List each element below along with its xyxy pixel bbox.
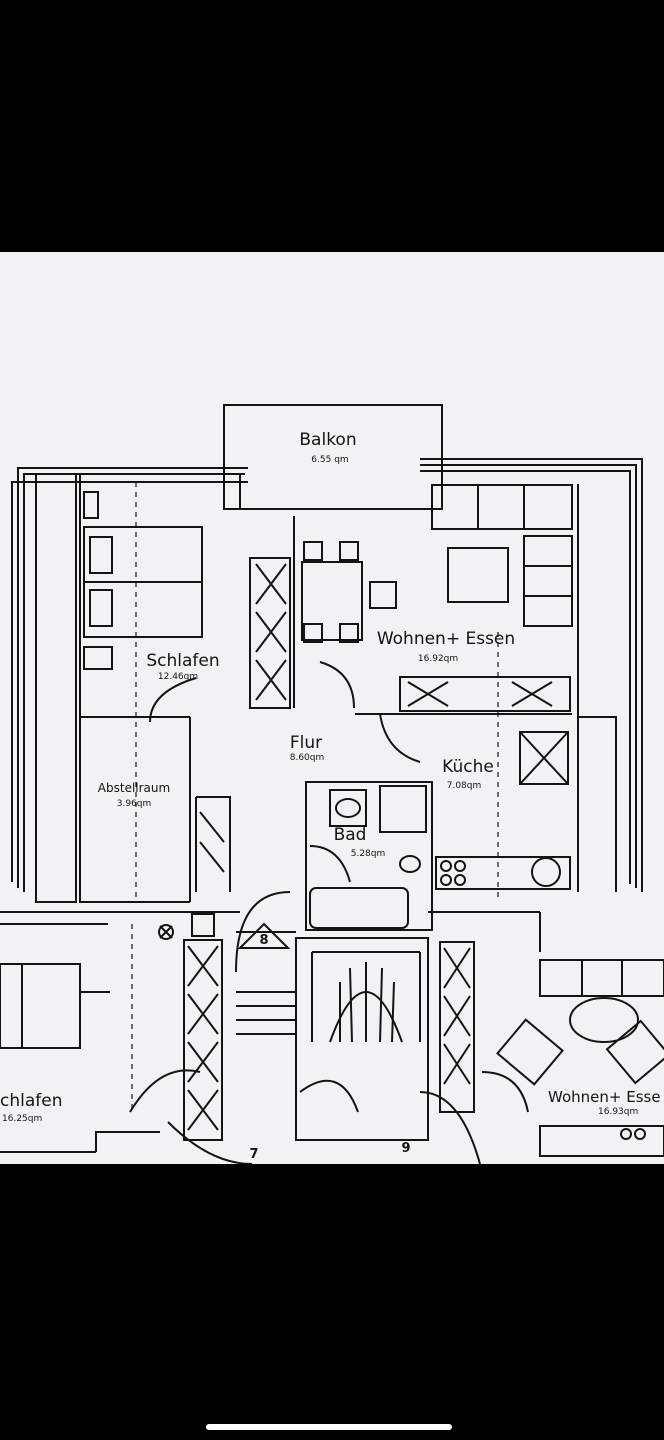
sofa-top <box>431 484 573 530</box>
dashed-guides <box>131 482 499 1112</box>
stove-row <box>435 856 571 890</box>
coffee-table <box>447 547 509 603</box>
left-closet-wall <box>35 473 77 903</box>
wardrobe-lower-left <box>183 939 223 1141</box>
room-area-flur: 8.60qm <box>290 753 325 763</box>
stairwell <box>295 937 429 1141</box>
room-name-wohnen-lower: Wohnen+ Esse <box>548 1088 661 1106</box>
bathroom-walls <box>305 781 433 931</box>
outer-wall-left <box>11 481 248 882</box>
room-area-abstellraum: 3.96qm <box>117 799 152 809</box>
balcony-outline <box>223 404 443 510</box>
sofa-right <box>523 535 573 627</box>
floor-plan-scan: Balkon 6.55 qm Schlafen 12.46qm Wohnen+ … <box>0 252 664 1164</box>
room-name-flur: Flur <box>290 733 322 753</box>
washbasin <box>329 789 367 827</box>
shower <box>379 785 427 833</box>
stair-number-8: 8 <box>259 933 268 948</box>
door-arc <box>149 677 197 723</box>
stair-number-7: 7 <box>249 1147 258 1162</box>
table-lower-right <box>569 997 639 1043</box>
room-area-balkon: 6.55 qm <box>311 455 348 465</box>
wardrobe-flur <box>249 557 291 709</box>
walls <box>0 404 664 1164</box>
room-name-wohnen: Wohnen+ Essen <box>377 629 515 649</box>
stair-marker-8 <box>237 922 291 949</box>
outer-wall-right <box>420 458 643 892</box>
bed-lower-left <box>0 963 81 1049</box>
room-name-kueche: Küche <box>442 757 494 777</box>
fridge <box>519 731 569 785</box>
bathtub <box>309 887 409 929</box>
stair-number-9: 9 <box>401 1141 410 1156</box>
sofa-lower-right <box>539 959 664 997</box>
room-area-schlafen: 12.46qm <box>158 672 198 682</box>
kitchen-counter <box>399 676 571 712</box>
room-name-schlafen-lower: chlafen <box>0 1091 62 1111</box>
room-area-schlafen-lower: 16.25qm <box>2 1114 42 1124</box>
room-area-kueche: 7.08qm <box>447 781 482 791</box>
room-area-wohnen: 16.92qm <box>418 654 458 664</box>
room-labels: Balkon 6.55 qm Schlafen 12.46qm Wohnen+ … <box>0 430 661 1162</box>
floor-plan-drawing: Balkon 6.55 qm Schlafen 12.46qm Wohnen+ … <box>0 404 664 1164</box>
room-area-wohnen-lower: 16.93qm <box>598 1107 638 1117</box>
dining-table <box>301 561 363 641</box>
room-area-bad: 5.28qm <box>351 849 386 859</box>
room-name-abstellraum: Abstellraum <box>98 781 170 795</box>
home-indicator-bar[interactable] <box>206 1424 452 1430</box>
room-name-bad: Bad <box>334 825 367 845</box>
room-name-balkon: Balkon <box>299 430 356 450</box>
room-name-schlafen: Schlafen <box>146 651 219 671</box>
